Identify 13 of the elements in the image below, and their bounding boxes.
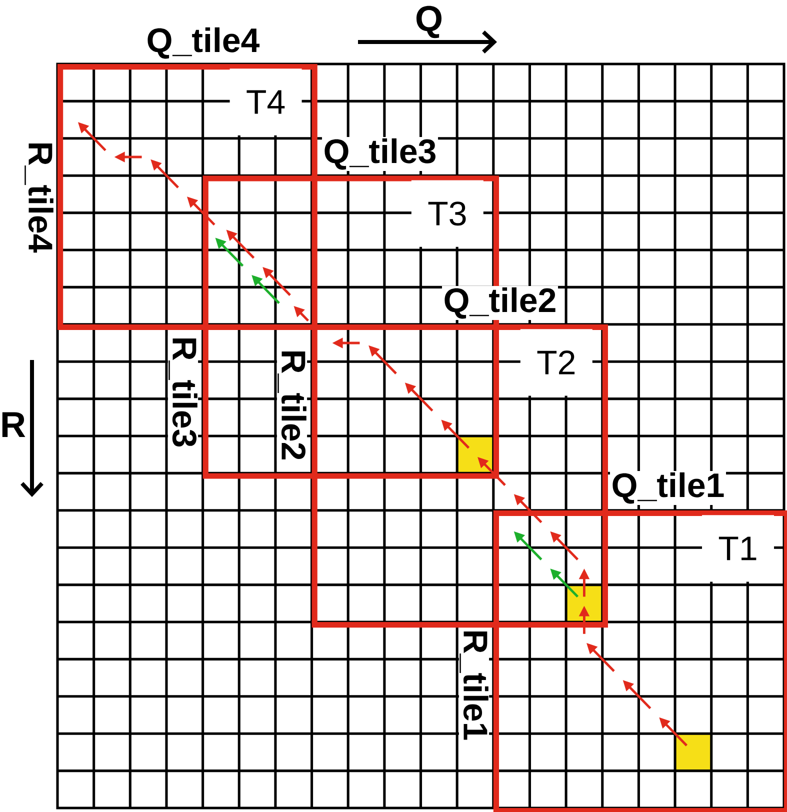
tile-heading: Q_tile4: [144, 26, 262, 60]
tile-side-label: R_tile1: [458, 628, 490, 742]
tile-heading: Q_tile1: [610, 471, 726, 506]
axis-label: R: [2, 412, 26, 437]
tile-side-label: R_tile3: [168, 336, 198, 448]
axis-label: Q: [416, 6, 442, 38]
tile-side-label: R_tile4: [24, 140, 54, 254]
tile-box: T1: [493, 510, 787, 812]
tile-box: T4: [58, 64, 318, 330]
tile-side-label: R_tile2: [276, 348, 308, 462]
tile-heading: Q_tile2: [442, 286, 558, 320]
tile-heading: Q_tile3: [322, 137, 438, 172]
tile-box: T2: [312, 324, 608, 628]
